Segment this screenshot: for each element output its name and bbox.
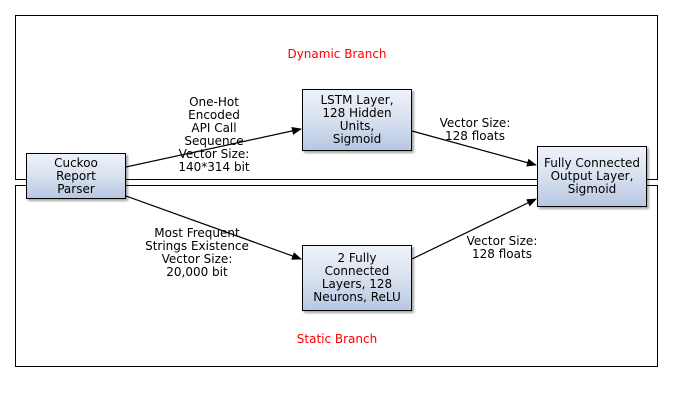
- edge-label-dense-output: Vector Size: 128 floats: [466, 234, 538, 261]
- node-label: LSTM Layer, 128 Hidden Units, Sigmoid: [320, 93, 394, 146]
- edge-label-strings-existence: Most Frequent Strings Existence Vector S…: [145, 226, 249, 279]
- edge-dense-to-output: [411, 198, 537, 260]
- lstm-layer-node: LSTM Layer, 128 Hidden Units, Sigmoid: [302, 89, 412, 151]
- node-label: 2 Fully Connected Layers, 128 Neurons, R…: [313, 251, 401, 304]
- edge-label-lstm-output: Vector Size: 128 floats: [439, 116, 511, 143]
- fully-connected-layers-node: 2 Fully Connected Layers, 128 Neurons, R…: [302, 245, 412, 311]
- static-branch-frame: [15, 185, 658, 367]
- node-label: Fully Connected Output Layer, Sigmoid: [543, 156, 641, 196]
- static-branch-title: Static Branch: [296, 332, 378, 346]
- dynamic-branch-title: Dynamic Branch: [287, 47, 387, 61]
- node-label: Cuckoo Report Parser: [54, 155, 98, 196]
- cuckoo-report-parser-node: Cuckoo Report Parser: [26, 153, 126, 199]
- edge-parser-to-dense: [125, 195, 302, 260]
- output-layer-node: Fully Connected Output Layer, Sigmoid: [537, 146, 647, 207]
- edge-label-api-sequence: One-Hot Encoded API Call Sequence Vector…: [178, 95, 250, 174]
- dynamic-branch-frame: [15, 15, 658, 180]
- edge-lstm-to-output: [411, 130, 537, 167]
- edge-parser-to-lstm: [125, 127, 302, 168]
